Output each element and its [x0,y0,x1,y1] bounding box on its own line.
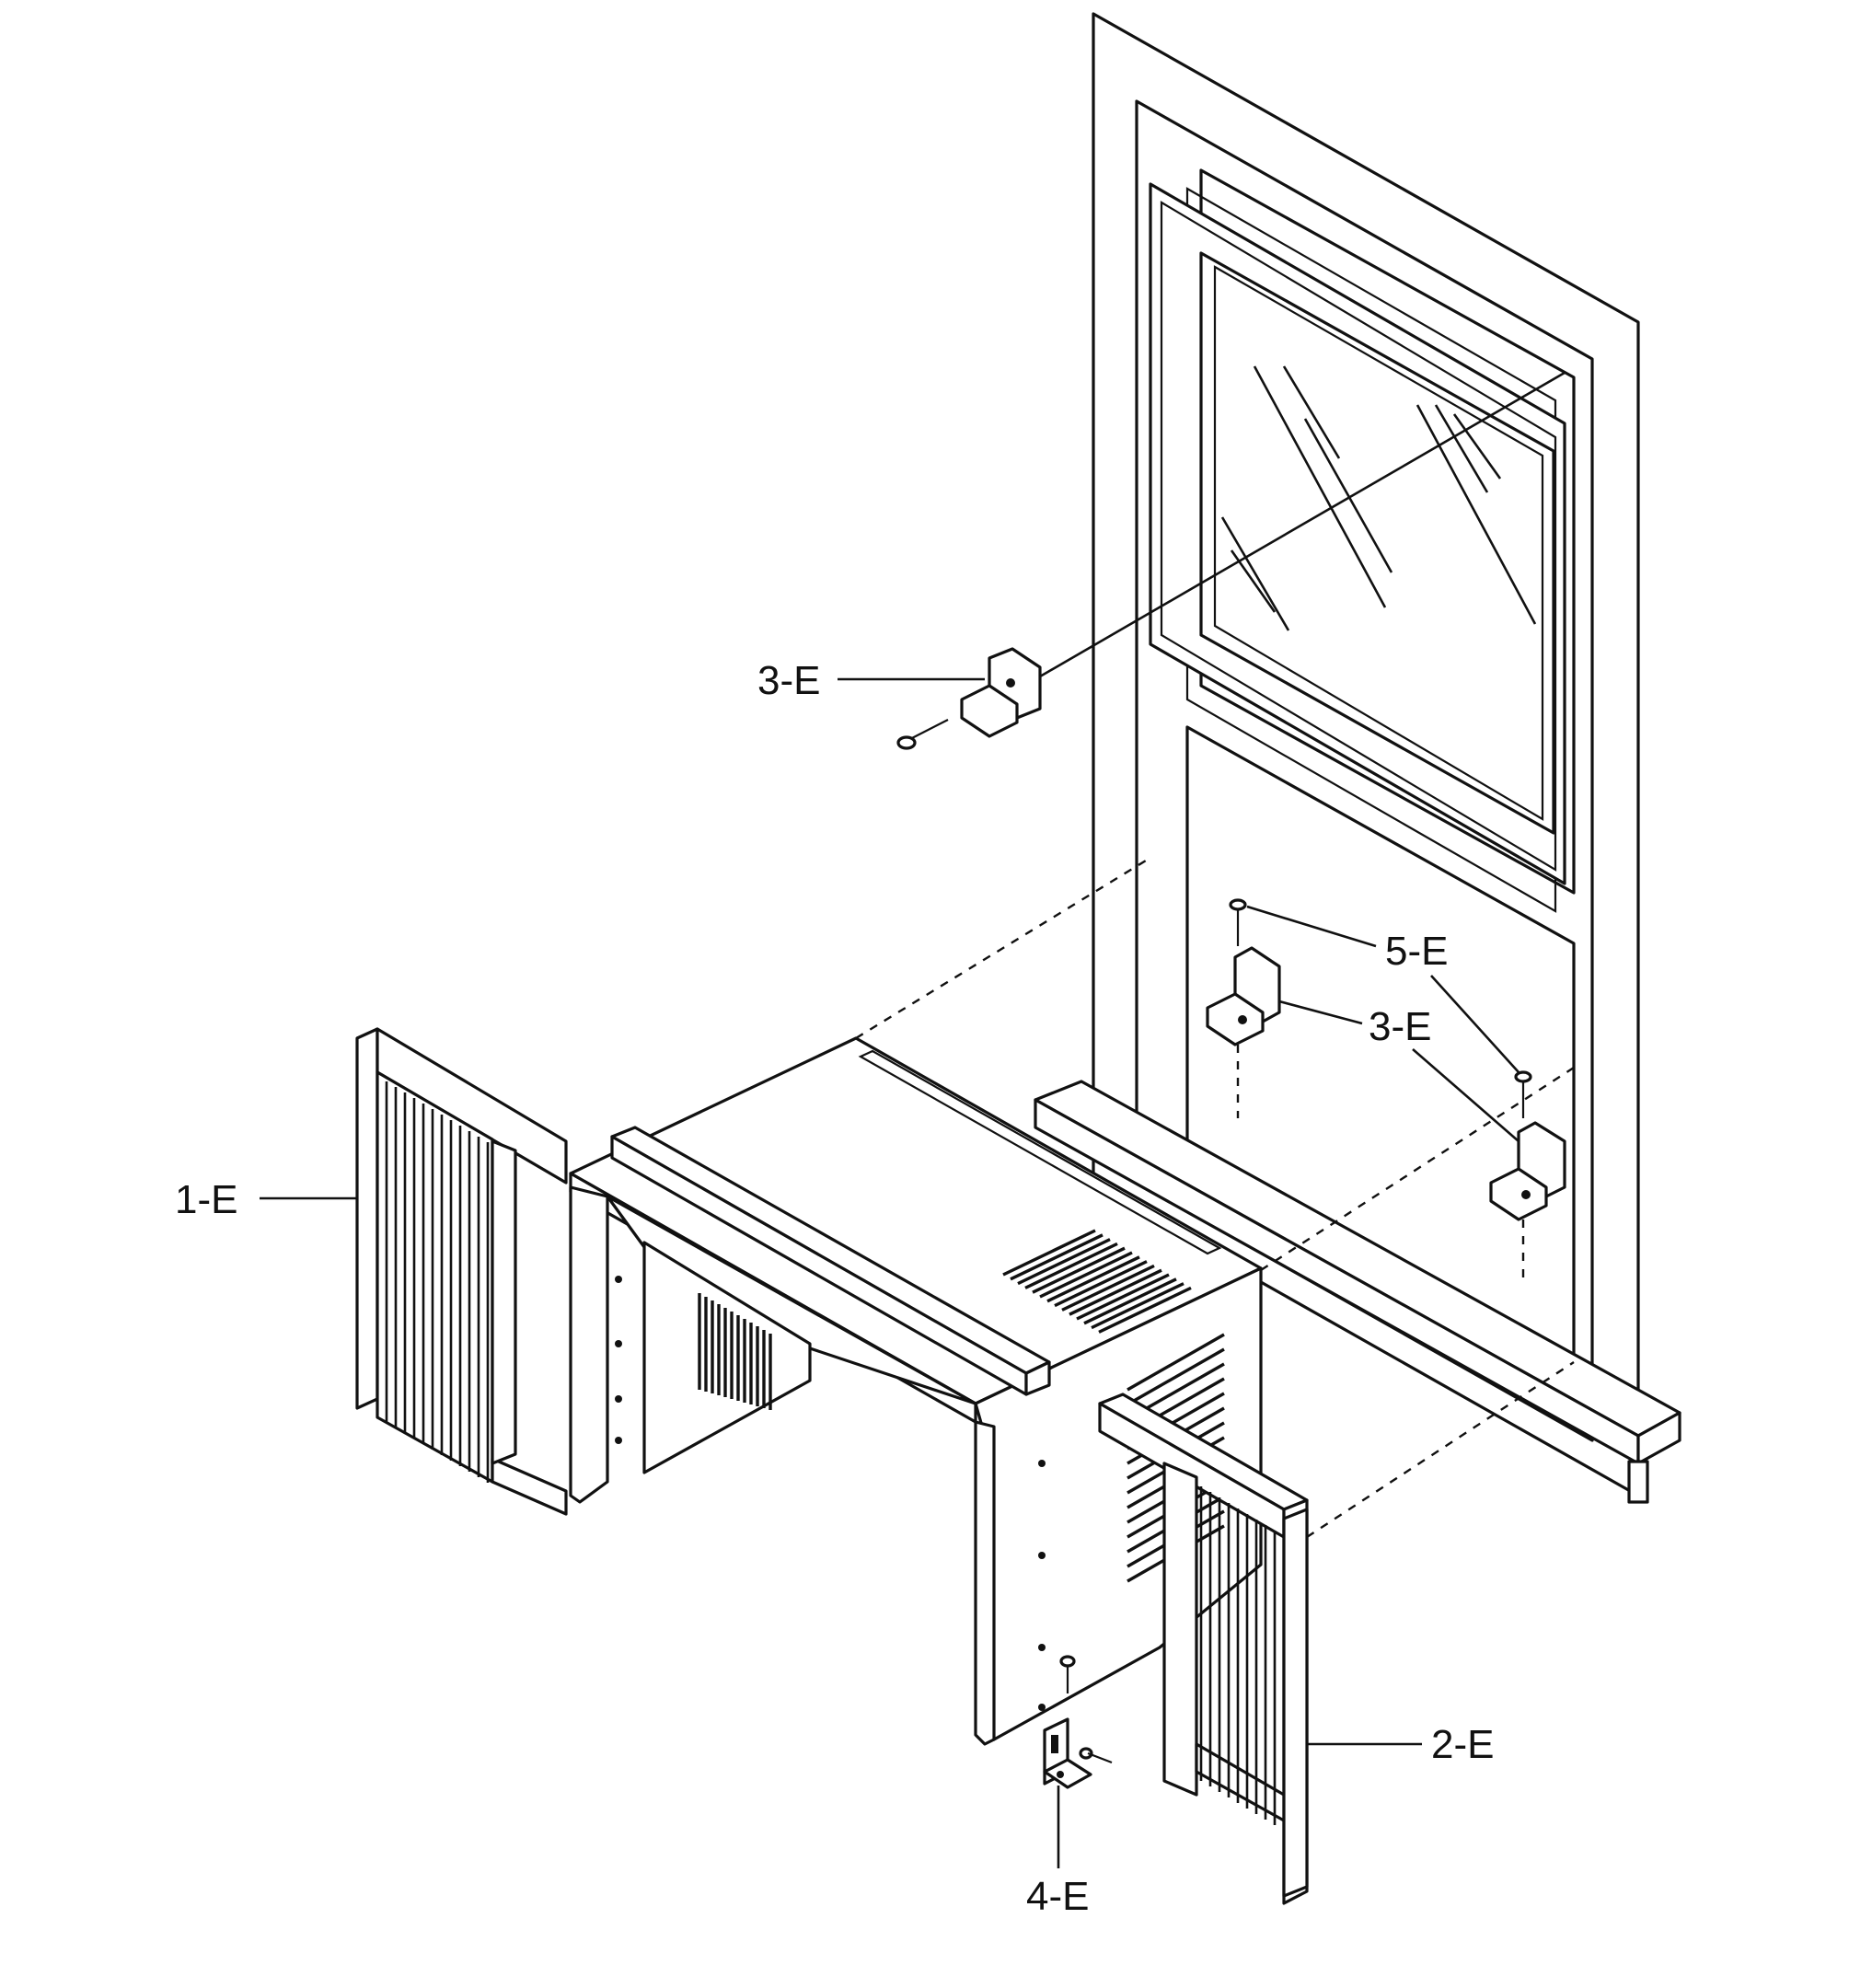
label-3e-lower: 3-E [1369,1004,1431,1049]
label-2e: 2-E [1431,1722,1494,1767]
right-louver-slot [1127,1347,1225,1406]
label-1e: 1-E [175,1177,237,1222]
label-4e: 4-E [1026,1874,1089,1919]
top-grille-slot [1010,1233,1104,1281]
cabinet-back-panel [642,1241,812,1474]
top-grille-slot [1039,1251,1133,1299]
glass-pane [1199,251,1555,835]
cabinet-lock-screw [1059,1655,1076,1693]
right-panel-pleats: (function(){ const ns="http://www.w3.org… [1199,1486,1277,1825]
lower-sash-rail [1160,201,1557,872]
sill-screw-left [1229,898,1247,946]
window-apron [1627,1460,1649,1504]
left-side-curtain-panel: (function(){ const ns="http://www.w3.org… [355,1027,568,1516]
top-grille-slot [1061,1264,1155,1312]
label-3e-upper: 3-E [757,658,820,703]
upper-bracket-screw [896,719,949,750]
top-grille-slot [1032,1246,1126,1294]
cabinet-top-slot [858,1049,1222,1255]
glass-glare [1220,365,1537,631]
label-5e: 5-E [1385,929,1448,974]
panel-screw [1079,1747,1113,1764]
lower-support-bracket-left [1206,946,1281,1046]
top-grille-slot [1091,1282,1184,1330]
right-louver-slot [1127,1333,1225,1392]
top-grille-slot [1098,1286,1192,1334]
top-grille-slot [1054,1260,1148,1308]
right-side-curtain-panel: (function(){ const ns="http://www.w3.org… [1098,1393,1309,1905]
cabinet-top-grille: (function(){ const ns="http://www.w3.org… [1002,1229,1192,1334]
top-grille-slot [1076,1273,1170,1321]
top-grille-slot [1002,1229,1096,1277]
alignment-lines [855,371,1575,1539]
left-panel-pleats: (function(){ const ns="http://www.w3.org… [385,1081,490,1483]
cabinet-left-louver: (function(){ const ns="http://www.w3.org… [698,1293,772,1410]
top-grille-slot [1017,1238,1111,1286]
top-grille-slot [1083,1277,1177,1325]
top-grille-slot [1024,1242,1118,1289]
cabinet-left-wall [569,1185,609,1504]
cabinet-screw-holes [615,1276,1046,1711]
cabinet-lock-bracket [1043,1717,1092,1789]
lower-support-bracket-right [1489,1121,1566,1221]
callouts: 1-E 2-E 3-E 3-E 4-E 5-E [175,658,1520,1919]
top-grille-slot [1069,1268,1162,1316]
glass-pane-bevel [1213,265,1544,821]
upper-support-bracket [960,647,1042,738]
top-grille-slot [1046,1255,1140,1303]
sill-screw-right [1514,1070,1532,1118]
